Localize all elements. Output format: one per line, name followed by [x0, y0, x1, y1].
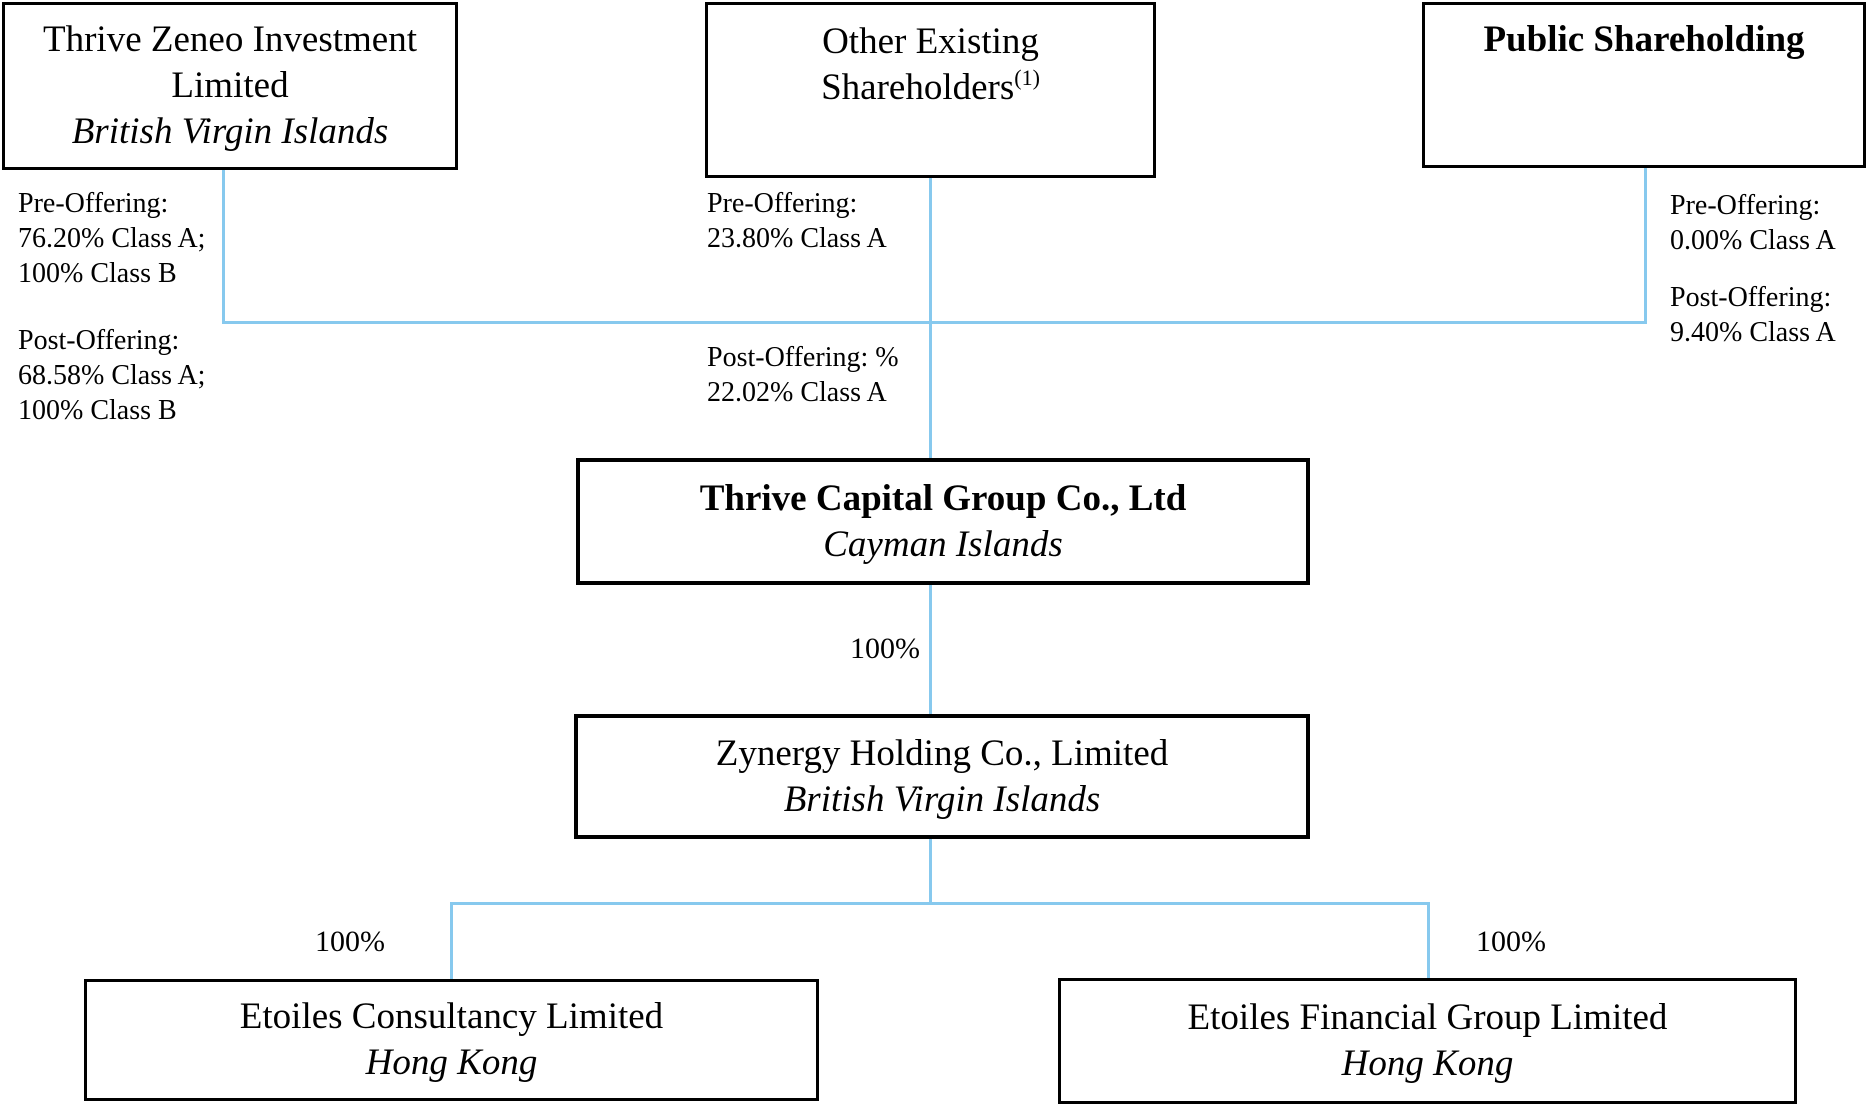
ownership-thrive-zeneo-pre: Pre-Offering: 76.20% Class A; 100% Class… [18, 188, 206, 289]
ownership-public-pre: Pre-Offering: 0.00% Class A [1670, 190, 1836, 256]
ownership-pct-thrive-capital-zynergy: 100% [850, 632, 920, 665]
connector-bottom-horizontal [450, 902, 1430, 905]
entity-name: Other Existing Shareholders(1) [821, 21, 1040, 108]
connector-zynergy-stem [929, 839, 932, 903]
node-public-shareholding: Public Shareholding [1422, 2, 1866, 168]
entity-name: Thrive Zeneo Investment Limited [43, 19, 417, 106]
entity-name: Etoiles Financial Group Limited [1187, 997, 1668, 1038]
entity-jurisdiction: Hong Kong [365, 1042, 538, 1083]
ownership-pct-zynergy-etoiles-financial: 100% [1476, 925, 1546, 958]
entity-name: Etoiles Consultancy Limited [239, 996, 664, 1037]
ownership-public-post: Post-Offering: 9.40% Class A [1670, 282, 1836, 348]
connector-thrive-zeneo-drop [222, 170, 225, 322]
node-thrive-capital-group: Thrive Capital Group Co., Ltd Cayman Isl… [576, 458, 1310, 585]
entity-jurisdiction: British Virgin Islands [783, 778, 1101, 820]
entity-jurisdiction: Hong Kong [1341, 1043, 1514, 1084]
connector-other-existing-drop [929, 178, 932, 458]
node-zynergy-holding: Zynergy Holding Co., Limited British Vir… [574, 714, 1310, 839]
connector-top-horizontal [222, 321, 1647, 324]
entity-jurisdiction: British Virgin Islands [71, 111, 389, 152]
footnote-marker: (1) [1014, 65, 1040, 90]
entity-name: Public Shareholding [1483, 19, 1805, 60]
entity-jurisdiction: Cayman Islands [823, 523, 1063, 565]
connector-etoiles-consultancy-drop [450, 902, 453, 979]
connector-public-drop [1644, 168, 1647, 322]
node-etoiles-consultancy: Etoiles Consultancy Limited Hong Kong [84, 979, 819, 1101]
ownership-other-existing-pre: Pre-Offering: 23.80% Class A [707, 188, 887, 254]
connector-thrive-capital-to-zynergy [929, 585, 932, 714]
ownership-other-existing-post: Post-Offering: % 22.02% Class A [707, 342, 899, 408]
node-thrive-zeneo-investment: Thrive Zeneo Investment Limited British … [2, 2, 458, 170]
connector-etoiles-financial-drop [1427, 902, 1430, 978]
ownership-thrive-zeneo-post: Post-Offering: 68.58% Class A; 100% Clas… [18, 325, 206, 426]
entity-name: Zynergy Holding Co., Limited [715, 732, 1169, 774]
node-etoiles-financial-group: Etoiles Financial Group Limited Hong Kon… [1058, 978, 1797, 1104]
node-other-existing-shareholders: Other Existing Shareholders(1) [705, 2, 1156, 178]
ownership-pct-zynergy-etoiles-consultancy: 100% [315, 925, 385, 958]
entity-name: Thrive Capital Group Co., Ltd [699, 477, 1187, 519]
